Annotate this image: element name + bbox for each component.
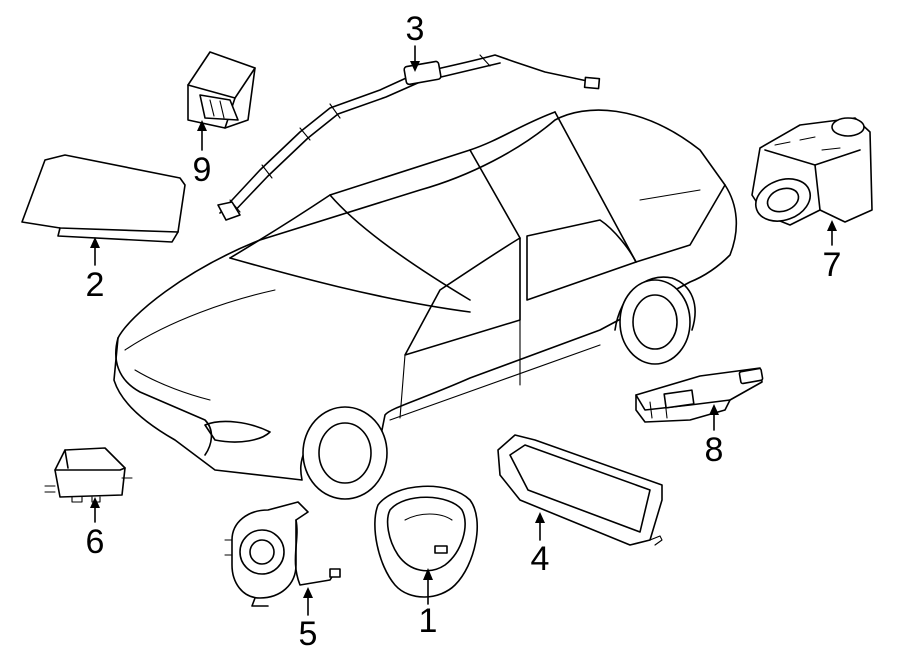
impact-sensor-part (751, 117, 873, 226)
callout-number-2: 2 (86, 266, 105, 304)
callout-number-4: 4 (531, 540, 550, 578)
side-sensor-part (635, 367, 764, 423)
callout-number-9: 9 (193, 151, 212, 189)
sedan-illustration (113, 109, 738, 500)
driver-airbag-part (374, 485, 478, 598)
callout-number-5: 5 (299, 615, 318, 653)
occupant-module-part (44, 447, 133, 503)
callout-arrows (90, 45, 837, 616)
clockspring-part (224, 501, 341, 607)
callout-number-8: 8 (705, 431, 724, 469)
callout-number-6: 6 (86, 523, 105, 561)
callout-labels: 1 2 3 4 5 6 7 8 9 (86, 10, 842, 653)
passenger-airbag-part (497, 434, 663, 546)
knee-airbag-part (21, 154, 186, 243)
callout-number-7: 7 (823, 246, 842, 284)
control-module-part (187, 51, 256, 129)
callout-number-3: 3 (406, 10, 425, 48)
callout-number-1: 1 (419, 602, 438, 640)
